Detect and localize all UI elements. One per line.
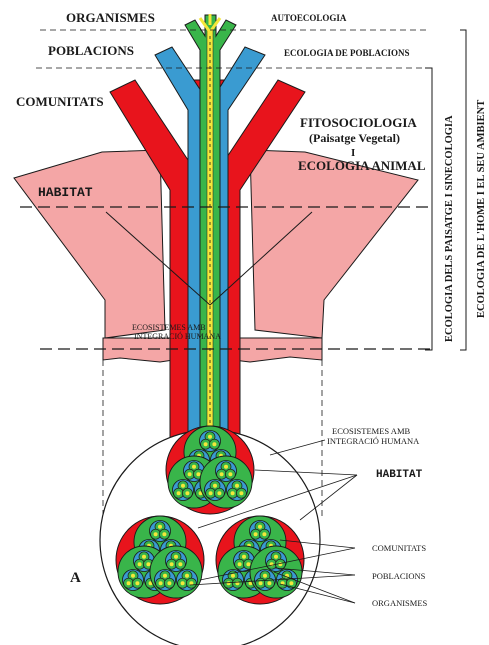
label-circle-comunitats: COMUNITATS	[372, 543, 426, 553]
label-organismes: ORGANISMES	[66, 10, 155, 25]
habitat-circle-top	[166, 426, 254, 514]
label-ecologia-poblacions: ECOLOGIA DE POBLACIONS	[284, 48, 410, 58]
label-fitosociologia: FITOSOCIOLOGIA	[300, 115, 417, 130]
label-circle-ecosistemes-1: ECOSISTEMES AMB	[332, 426, 410, 436]
label-poblacions: POBLACIONS	[48, 43, 134, 58]
label-ecologia-paisatge: ECOLOGIA DELS PAISATGE I SINECOLOGIA	[444, 115, 455, 342]
label-habitat: HABITAT	[38, 185, 93, 200]
figure-letter: A	[70, 570, 81, 586]
label-circle-ecosistemes-2: INTEGRACIÓ HUMANA	[327, 436, 420, 446]
label-paisatge-vegetal: (Paisatge Vegetal)	[309, 131, 400, 145]
bracket-home	[460, 30, 466, 350]
habitat-circle-left	[116, 516, 204, 604]
label-ecologia-home: ECOLOGIA DE L'HOME I EL SEU AMBIENT	[476, 100, 487, 318]
bracket-paisatge	[425, 68, 432, 350]
label-autoecologia: AUTOECOLOGIA	[271, 13, 347, 23]
label-comunitats: COMUNITATS	[16, 94, 104, 109]
label-ecologia-animal: ECOLOGIA ANIMAL	[298, 158, 426, 173]
label-ecosistemes-1: ECOSISTEMES AMB	[132, 323, 206, 332]
label-circle-poblacions: POBLACIONS	[372, 571, 426, 581]
habitat-band-right	[250, 150, 418, 338]
habitat-circle-right	[216, 516, 304, 604]
label-ecosistemes-2: INTEGRACIÓ HUMANA	[134, 331, 221, 341]
label-circle-organismes: ORGANISMES	[372, 598, 428, 608]
label-circle-habitat: HABITAT	[376, 469, 423, 481]
